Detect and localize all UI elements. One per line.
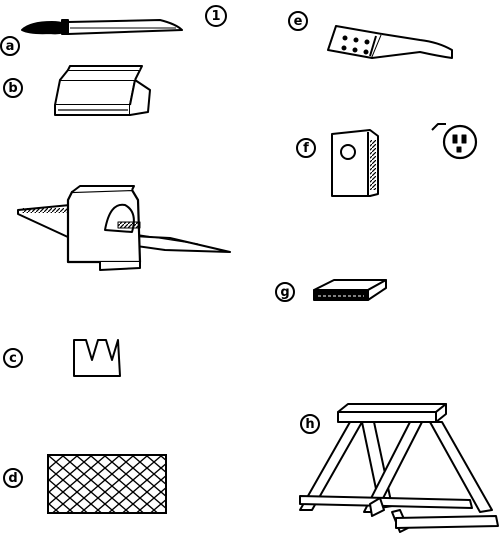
label-c: c — [3, 348, 23, 368]
sawhorse — [299, 403, 499, 533]
stacked-box-tool — [54, 65, 151, 116]
saw-and-block-tool — [17, 185, 231, 271]
label-b: b — [3, 78, 23, 98]
whetstone — [313, 279, 387, 301]
label-g: g — [275, 282, 295, 302]
w-block — [73, 339, 121, 377]
label-d: d — [3, 468, 23, 488]
holed-block — [331, 129, 379, 197]
perforated-spatula — [327, 25, 453, 59]
mesh-pad — [47, 454, 167, 514]
plug — [431, 123, 478, 160]
figure-number-badge: 1 — [205, 5, 227, 27]
knife-tool — [21, 19, 183, 35]
label-e: e — [288, 11, 308, 31]
label-a: a — [0, 36, 20, 56]
label-f: f — [296, 138, 316, 158]
label-h: h — [300, 414, 320, 434]
